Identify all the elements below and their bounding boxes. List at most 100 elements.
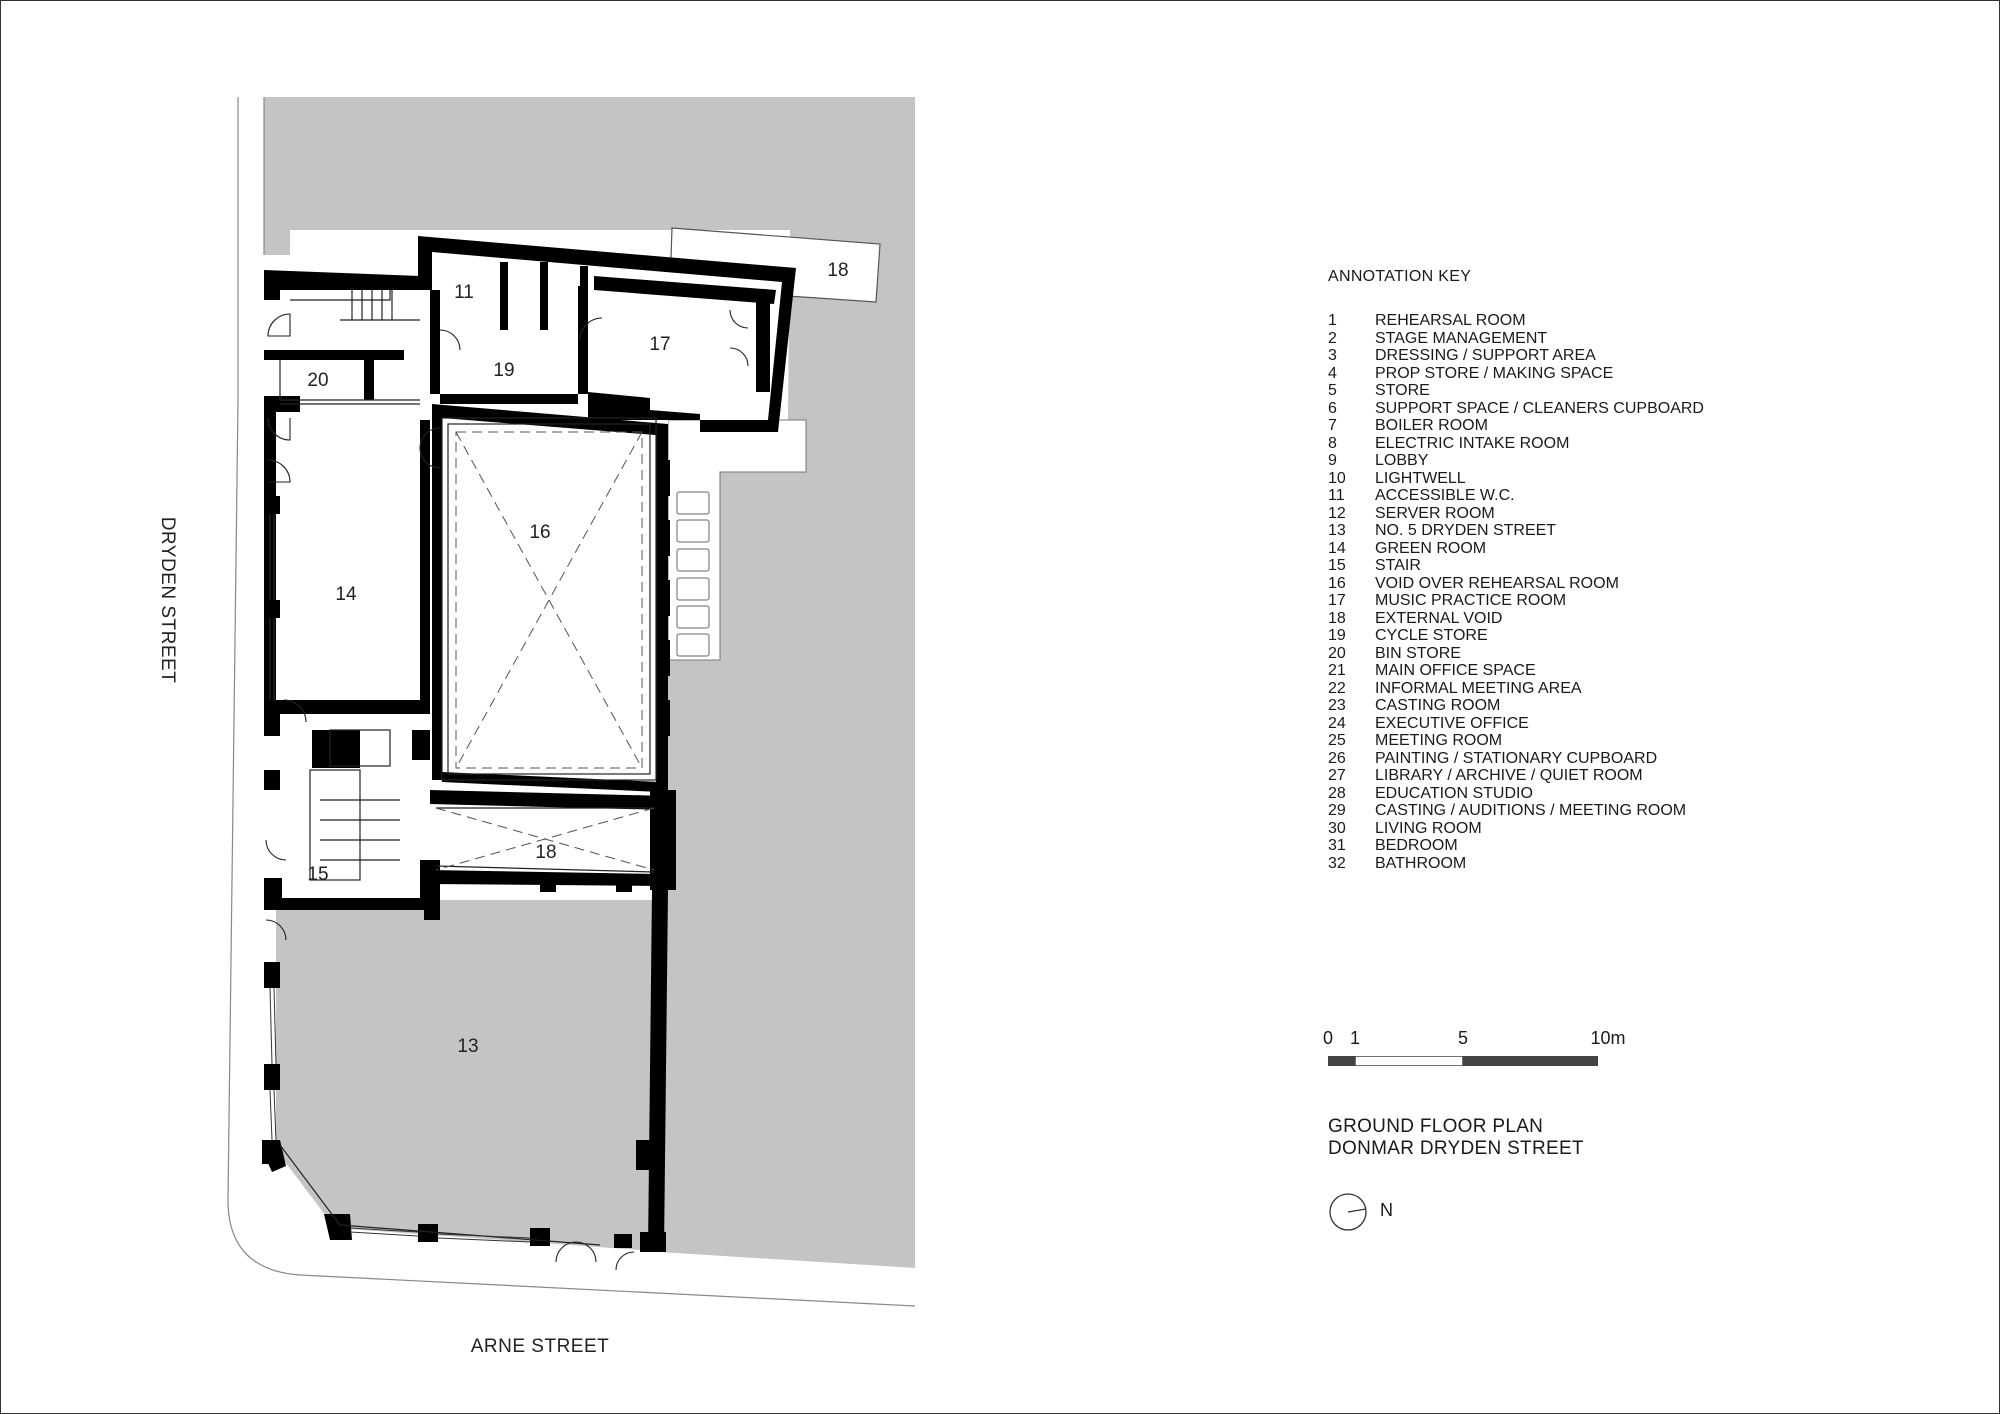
annotation-key-label: MUSIC PRACTICE ROOM [1375, 592, 1567, 609]
street-label-arne: ARNE STREET [471, 1336, 610, 1357]
scale-segment-0-1 [1328, 1056, 1355, 1066]
annotation-key-item: 19 CYCLE STORE [1328, 627, 1888, 645]
annotation-key-number: 14 [1328, 539, 1346, 557]
annotation-key-number: 21 [1328, 662, 1346, 679]
annotation-key-number: 4 [1328, 364, 1337, 382]
annotation-key-number: 30 [1328, 819, 1346, 837]
annotation-key-label: LIVING ROOM [1375, 819, 1482, 837]
annotation-key-item: 18 EXTERNAL VOID [1328, 610, 1888, 628]
annotation-key-number: 19 [1328, 627, 1346, 644]
annotation-key-number: 26 [1328, 749, 1346, 767]
annotation-key-item: 22 INFORMAL MEETING AREA [1328, 680, 1888, 698]
annotation-key-number: 17 [1328, 592, 1346, 609]
annotation-key-number: 6 [1328, 399, 1337, 417]
room-label-16: 16 [529, 522, 550, 543]
scale-bar-graphic [1328, 1056, 1598, 1066]
north-point: N [1328, 1192, 1408, 1232]
annotation-key-number: 16 [1328, 574, 1346, 592]
annotation-key-item: 29 CASTING / AUDITIONS / MEETING ROOM [1328, 802, 1888, 820]
north-arrow-icon [1329, 1193, 1367, 1231]
annotation-key-item: 30 LIVING ROOM [1328, 820, 1888, 838]
annotation-key-item: 1 REHEARSAL ROOM [1328, 312, 1888, 330]
annotation-key-number: 2 [1328, 329, 1337, 347]
scale-tick-1: 1 [1349, 1028, 1361, 1048]
room-label-14: 14 [335, 584, 357, 605]
annotation-key-label: INFORMAL MEETING AREA [1375, 679, 1582, 697]
annotation-key-label: CYCLE STORE [1375, 627, 1488, 644]
room-label-15: 15 [307, 864, 328, 885]
annotation-key-number: 10 [1328, 469, 1346, 487]
annotation-key-label: NO. 5 DRYDEN STREET [1375, 522, 1557, 539]
annotation-key-label: REHEARSAL ROOM [1375, 312, 1526, 329]
scale-segment-1-5 [1354, 1056, 1464, 1066]
scale-tick-0: 0 [1322, 1028, 1334, 1048]
annotation-key-label: MAIN OFFICE SPACE [1375, 662, 1536, 679]
annotation-key-label: LIBRARY / ARCHIVE / QUIET ROOM [1375, 767, 1643, 784]
doors [265, 309, 749, 1271]
annotation-key-number: 18 [1328, 609, 1346, 627]
annotation-key-item: 8 ELECTRIC INTAKE ROOM [1328, 435, 1888, 453]
annotation-key-number: 11 [1328, 487, 1345, 504]
void-lines [435, 431, 655, 871]
annotation-key-number: 31 [1328, 837, 1346, 854]
scale-tick-10: 10m [1590, 1028, 1626, 1048]
north-label: N [1380, 1200, 1393, 1220]
annotation-key-label: EXTERNAL VOID [1375, 609, 1503, 627]
scale-bar: 0 1 5 10m [1320, 1028, 1626, 1068]
neighbouring-buildings [264, 97, 915, 1268]
annotation-key-number: 22 [1328, 679, 1346, 697]
room-label-17: 17 [649, 334, 670, 355]
annotation-key-label: CASTING / AUDITIONS / MEETING ROOM [1375, 802, 1687, 819]
annotation-key-label: VOID OVER REHEARSAL ROOM [1375, 574, 1619, 592]
room-label-11: 11 [454, 282, 474, 303]
cycle-racks [676, 491, 710, 657]
annotation-key-number: 3 [1328, 347, 1337, 364]
annotation-key-label: CASTING ROOM [1375, 697, 1501, 714]
annotation-key-label: ELECTRIC INTAKE ROOM [1375, 434, 1570, 452]
annotation-key-label: BIN STORE [1375, 644, 1461, 662]
annotation-key-label: SERVER ROOM [1375, 504, 1495, 522]
annotation-key-label: STAIR [1375, 557, 1421, 574]
drawing-title-line1: GROUND FLOOR PLAN [1328, 1116, 1544, 1137]
annotation-key-label: LIGHTWELL [1375, 469, 1466, 487]
annotation-key-label: EDUCATION STUDIO [1375, 784, 1533, 802]
room-label-19: 19 [493, 360, 514, 381]
windows [269, 514, 531, 1243]
annotation-key-number: 20 [1328, 644, 1346, 662]
annotation-key-item: 17 MUSIC PRACTICE ROOM [1328, 592, 1888, 610]
annotation-key-number: 23 [1328, 697, 1346, 714]
annotation-key-number: 5 [1328, 382, 1337, 399]
annotation-key-number: 8 [1328, 434, 1337, 452]
annotation-key-label: PAINTING / STATIONARY CUPBOARD [1375, 749, 1658, 767]
annotation-key-item: 20 BIN STORE [1328, 645, 1888, 663]
room-label-18-mid: 18 [535, 842, 556, 863]
annotation-key-item: 21 MAIN OFFICE SPACE [1328, 662, 1888, 680]
drawing-title-line2: DONMAR DRYDEN STREET [1328, 1138, 1584, 1159]
annotation-key-number: 29 [1328, 802, 1346, 819]
annotation-key-item: 23 CASTING ROOM [1328, 697, 1888, 715]
walls [262, 236, 796, 1252]
annotation-key-number: 13 [1328, 522, 1346, 539]
annotation-key-label: LOBBY [1375, 452, 1429, 469]
pavement-lines [227, 97, 916, 1307]
annotation-key-number: 1 [1328, 312, 1337, 329]
inner-linework [279, 290, 657, 1246]
annotation-key-label: EXECUTIVE OFFICE [1375, 714, 1529, 732]
